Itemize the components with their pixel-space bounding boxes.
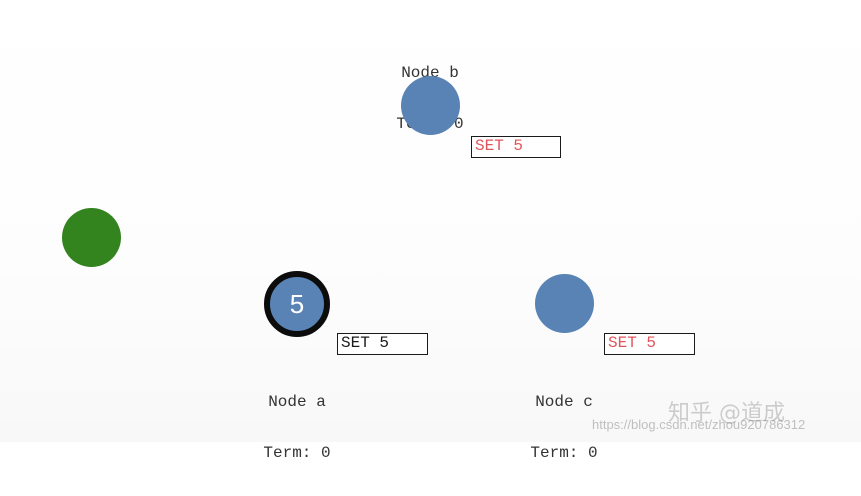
node-a-value: 5 [289, 288, 305, 319]
watermark-url: https://blog.csdn.net/zhou920786312 [592, 417, 806, 432]
node-c-circle[interactable] [535, 274, 594, 333]
watermark-text: 知乎 @道成 [668, 401, 785, 426]
node-c-term: Term: 0 [530, 444, 598, 462]
node-a-label: Node a Term: 0 [257, 360, 337, 496]
node-c-name: Node c [535, 393, 593, 411]
node-a-name: Node a [268, 393, 326, 411]
diagram-canvas: Node b Term: 0 SET 5 5 SET 5 Node a Term… [0, 0, 861, 462]
node-a-circle[interactable]: 5 [264, 271, 330, 337]
node-c-message: SET 5 [604, 333, 695, 355]
node-b-message: SET 5 [471, 136, 561, 158]
node-a-term: Term: 0 [263, 444, 331, 462]
node-b-circle[interactable] [401, 76, 460, 135]
client-circle-icon[interactable] [62, 208, 121, 267]
node-a-message: SET 5 [337, 333, 428, 355]
